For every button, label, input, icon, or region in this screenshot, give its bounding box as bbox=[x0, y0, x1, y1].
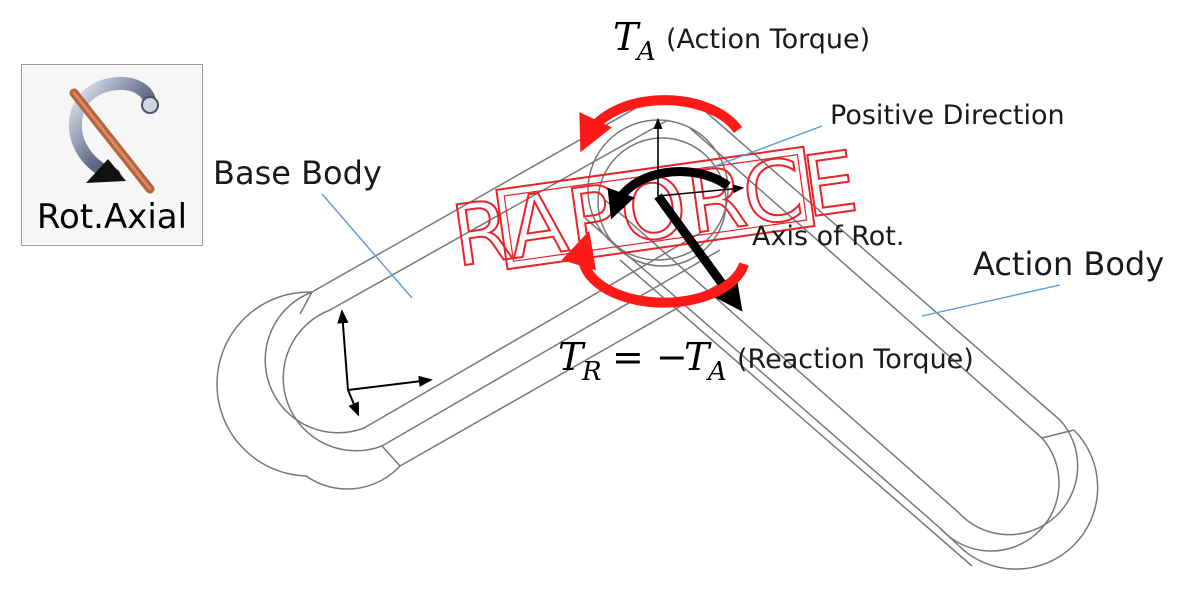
base-body-leader bbox=[321, 193, 413, 299]
reaction-torque-arc bbox=[561, 230, 749, 308]
leader-lines bbox=[321, 125, 1061, 317]
action-body-front-outline bbox=[584, 127, 1060, 552]
rotational-axial-icon bbox=[68, 77, 159, 194]
base-body-edge bbox=[299, 291, 313, 315]
action-torque-arrow bbox=[579, 95, 743, 153]
positive-direction-arrow bbox=[607, 167, 731, 220]
base-body-back-outline bbox=[264, 99, 703, 434]
reaction-torque-subscript: R bbox=[581, 357, 602, 387]
base-body-front-outline bbox=[282, 119, 721, 452]
base-body-lower-edge bbox=[399, 277, 731, 467]
action-torque-arc bbox=[579, 95, 743, 153]
equals-minus: = − bbox=[612, 335, 688, 379]
base-body-frame bbox=[337, 309, 433, 417]
axis-of-rotation-arrow bbox=[654, 193, 743, 312]
frame-axis-x bbox=[347, 375, 433, 391]
base-body-label: Base Body bbox=[213, 154, 382, 192]
action-body-leader bbox=[921, 284, 1061, 317]
reaction-torque-text: (Reaction Torque) bbox=[737, 344, 974, 375]
watermark-border bbox=[495, 145, 816, 271]
watermark-stamp: RAPORCE bbox=[445, 131, 866, 287]
action-body-back-outline bbox=[604, 111, 1079, 536]
action-torque-symbol: T bbox=[613, 15, 641, 59]
joint-frame bbox=[653, 117, 745, 197]
reaction-torque-label: T R = − T A (Reaction Torque) bbox=[558, 335, 974, 387]
rot-axial-toolbar-button[interactable]: Rot.Axial bbox=[21, 64, 203, 246]
joint-axis-x bbox=[657, 184, 745, 197]
action-body-edge bbox=[939, 527, 959, 546]
frame-axis-y bbox=[337, 309, 349, 391]
positive-direction-leader bbox=[709, 125, 823, 169]
toolbar-button-label: Rot.Axial bbox=[36, 197, 188, 237]
frame-axis-z bbox=[347, 389, 360, 417]
reaction-torque-symbol: T bbox=[558, 335, 586, 379]
reaction-torque-rhs-symbol: T bbox=[684, 335, 712, 379]
watermark-text: RAPORCE bbox=[446, 132, 865, 286]
reaction-torque-arrow bbox=[561, 230, 749, 308]
action-body-end-cap bbox=[957, 429, 1099, 570]
joint-circle-inner bbox=[597, 137, 727, 267]
positive-direction-label: Positive Direction bbox=[830, 100, 1065, 131]
action-torque-subscript: A bbox=[635, 37, 656, 67]
action-body-lower-edge bbox=[619, 259, 973, 567]
base-body-edge bbox=[381, 445, 401, 467]
action-body-label: Action Body bbox=[973, 245, 1164, 283]
reaction-torque-rhs-subscript: A bbox=[706, 357, 727, 387]
action-torque-label: T A (Action Torque) bbox=[613, 15, 870, 67]
axis-of-rotation-label: Axis of Rot. bbox=[752, 221, 904, 252]
base-body bbox=[216, 99, 731, 490]
base-body-end-cap bbox=[216, 291, 401, 490]
action-torque-text: (Action Torque) bbox=[666, 24, 870, 55]
action-body-edge bbox=[1041, 429, 1075, 439]
action-body bbox=[584, 111, 1099, 570]
